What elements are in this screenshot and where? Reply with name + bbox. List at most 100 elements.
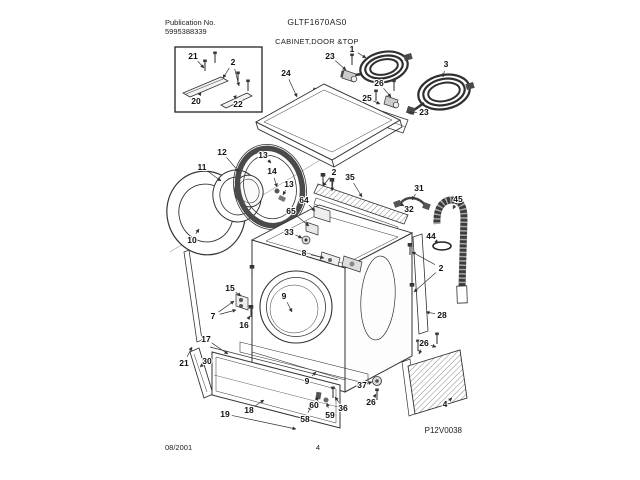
part-callout-33: 33	[284, 227, 294, 237]
part-callout-18: 18	[244, 405, 254, 415]
callout-leader-16	[246, 315, 251, 321]
door-hinge-13	[278, 195, 286, 202]
callout-leader-1	[357, 52, 367, 59]
callout-leader-25	[373, 100, 381, 105]
top-panel	[254, 83, 403, 168]
corner-rail-28	[412, 233, 429, 335]
callout-leader-8	[310, 254, 325, 260]
part-callout-16: 16	[239, 320, 249, 330]
callout-leader-23	[407, 110, 418, 115]
callout-leader-12	[226, 157, 240, 173]
cabinet	[235, 172, 414, 393]
part-callout-20: 20	[191, 96, 201, 106]
part-callout-30: 30	[202, 356, 212, 366]
header: Publication No. 5995388339 GLTF1670AS0 C…	[165, 17, 359, 46]
part-callout-13: 13	[258, 150, 268, 160]
trim-rail-22	[220, 92, 253, 109]
part-callout-35: 35	[345, 172, 355, 182]
callout-leader-2	[411, 251, 436, 265]
part-callout-37: 37	[357, 380, 367, 390]
bracket-64	[313, 205, 331, 223]
callout-leader-15	[235, 291, 242, 297]
part-callout-13: 13	[284, 179, 294, 189]
callout-leader-2	[222, 67, 230, 79]
part-callout-19: 19	[220, 409, 230, 419]
hose-clamp-44	[432, 241, 452, 251]
model-number: GLTF1670AS0	[287, 17, 346, 27]
part-callout-15: 15	[225, 283, 235, 293]
part-callout-23: 23	[419, 107, 429, 117]
callout-leader-13	[267, 159, 272, 164]
part-callout-12: 12	[217, 147, 227, 157]
callout-leader-64	[308, 204, 316, 212]
callout-leader-2	[234, 68, 241, 87]
rear-access-panel	[401, 331, 468, 417]
part-callout-21: 21	[179, 358, 189, 368]
part-callout-14: 14	[267, 166, 277, 176]
part-callout-65: 65	[286, 206, 296, 216]
part-callout-9: 9	[282, 291, 287, 301]
part-callout-28: 28	[437, 310, 447, 320]
callout-leader-18	[254, 399, 265, 407]
front-panel-opening	[259, 270, 333, 344]
left-trim-strips	[183, 249, 214, 399]
callout-leader-2	[330, 178, 335, 192]
callout-leader-14	[273, 177, 278, 188]
part-callout-2: 2	[231, 57, 236, 67]
footer: P12V0038 08/2001 4	[165, 426, 463, 452]
part-callout-2: 2	[439, 263, 444, 273]
part-callout-24: 24	[281, 68, 291, 78]
callout-leader-4	[448, 397, 453, 402]
callout-leader-20	[197, 91, 202, 97]
callout-leader-13	[282, 189, 287, 196]
callout-leader-60	[314, 396, 319, 402]
callout-leader-65	[296, 215, 310, 227]
callout-leader-9	[311, 371, 317, 377]
callout-leader-26	[418, 349, 423, 355]
callout-leader-26	[372, 393, 377, 399]
callout-leader-7	[219, 309, 237, 315]
part-callout-64: 64	[299, 195, 309, 205]
part-callout-26: 26	[374, 78, 384, 88]
part-callout-58: 58	[300, 414, 310, 424]
door-assembly	[166, 143, 321, 256]
foot-37-center	[375, 379, 379, 383]
part-callout-26: 26	[366, 397, 376, 407]
callout-leader-17	[211, 342, 229, 355]
callout-leader-23	[335, 60, 347, 71]
callout-leader-44	[434, 239, 439, 244]
part-callout-44: 44	[426, 231, 436, 241]
inlet-hose-3	[405, 73, 475, 116]
drain-hose-tip	[456, 285, 468, 304]
part-callout-7: 7	[211, 311, 216, 321]
callout-leader-28	[425, 310, 436, 315]
callout-leader-9	[286, 302, 293, 313]
part-callout-31: 31	[414, 183, 424, 193]
part-callout-60: 60	[309, 400, 319, 410]
part-callout-10: 10	[187, 235, 197, 245]
clip-59	[323, 397, 329, 403]
callout-leader-7	[218, 300, 235, 313]
part-callout-2: 2	[332, 167, 337, 177]
callout-leader-19	[231, 415, 297, 431]
part-callout-26: 26	[419, 338, 429, 348]
part-callout-3: 3	[444, 59, 449, 69]
part-callout-21: 21	[188, 51, 198, 61]
callout-leader-37	[368, 381, 373, 385]
part-callout-32: 32	[404, 204, 414, 214]
top-support-rail-35	[313, 183, 409, 225]
part-callout-8: 8	[302, 248, 307, 258]
callout-leader-21	[186, 346, 193, 357]
part-callout-1: 1	[350, 44, 355, 54]
callout-leader-35	[353, 182, 363, 198]
part-callout-17: 17	[201, 334, 211, 344]
inset-box-trim-rails	[174, 46, 263, 113]
callout-leader-2	[322, 177, 330, 187]
part-callout-36: 36	[338, 403, 348, 413]
part-callout-4: 4	[443, 399, 448, 409]
callout-leader-30	[199, 363, 204, 368]
callout-leader-26	[383, 88, 392, 98]
